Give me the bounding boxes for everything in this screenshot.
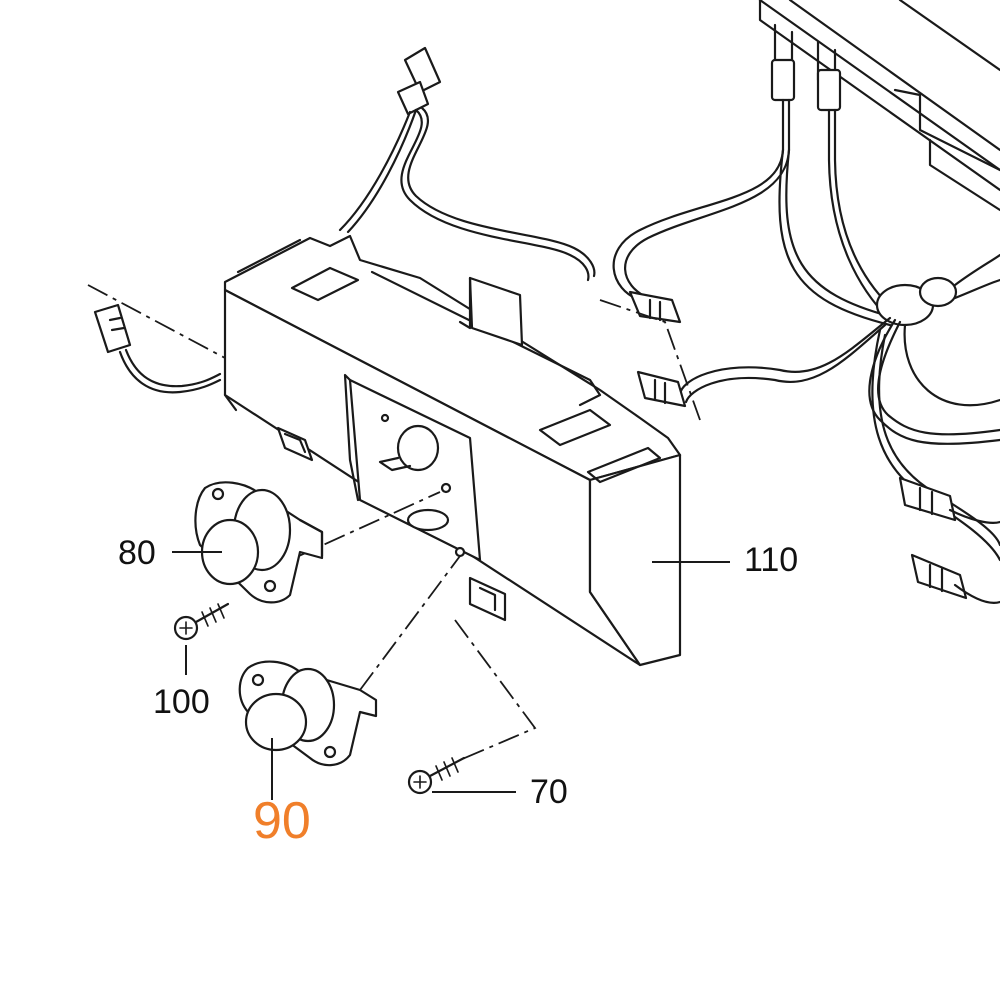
alignment-lines (289, 299, 701, 761)
upper-frame-panel (758, 0, 1000, 212)
screw-100 (173, 602, 230, 641)
thermostat-80 (194, 481, 324, 604)
callout-90-highlighted: 90 (253, 792, 311, 850)
bracket-assembly (223, 234, 682, 667)
callout-70: 70 (530, 773, 568, 811)
callout-110: 110 (744, 541, 798, 579)
callout-100: 100 (153, 683, 210, 721)
screw-70 (407, 756, 466, 795)
callout-80: 80 (118, 534, 156, 572)
upper-wire-connector (338, 46, 596, 282)
left-wire-clip (87, 284, 226, 394)
thermostat-90 (238, 660, 378, 767)
wire-harness (612, 58, 1000, 604)
